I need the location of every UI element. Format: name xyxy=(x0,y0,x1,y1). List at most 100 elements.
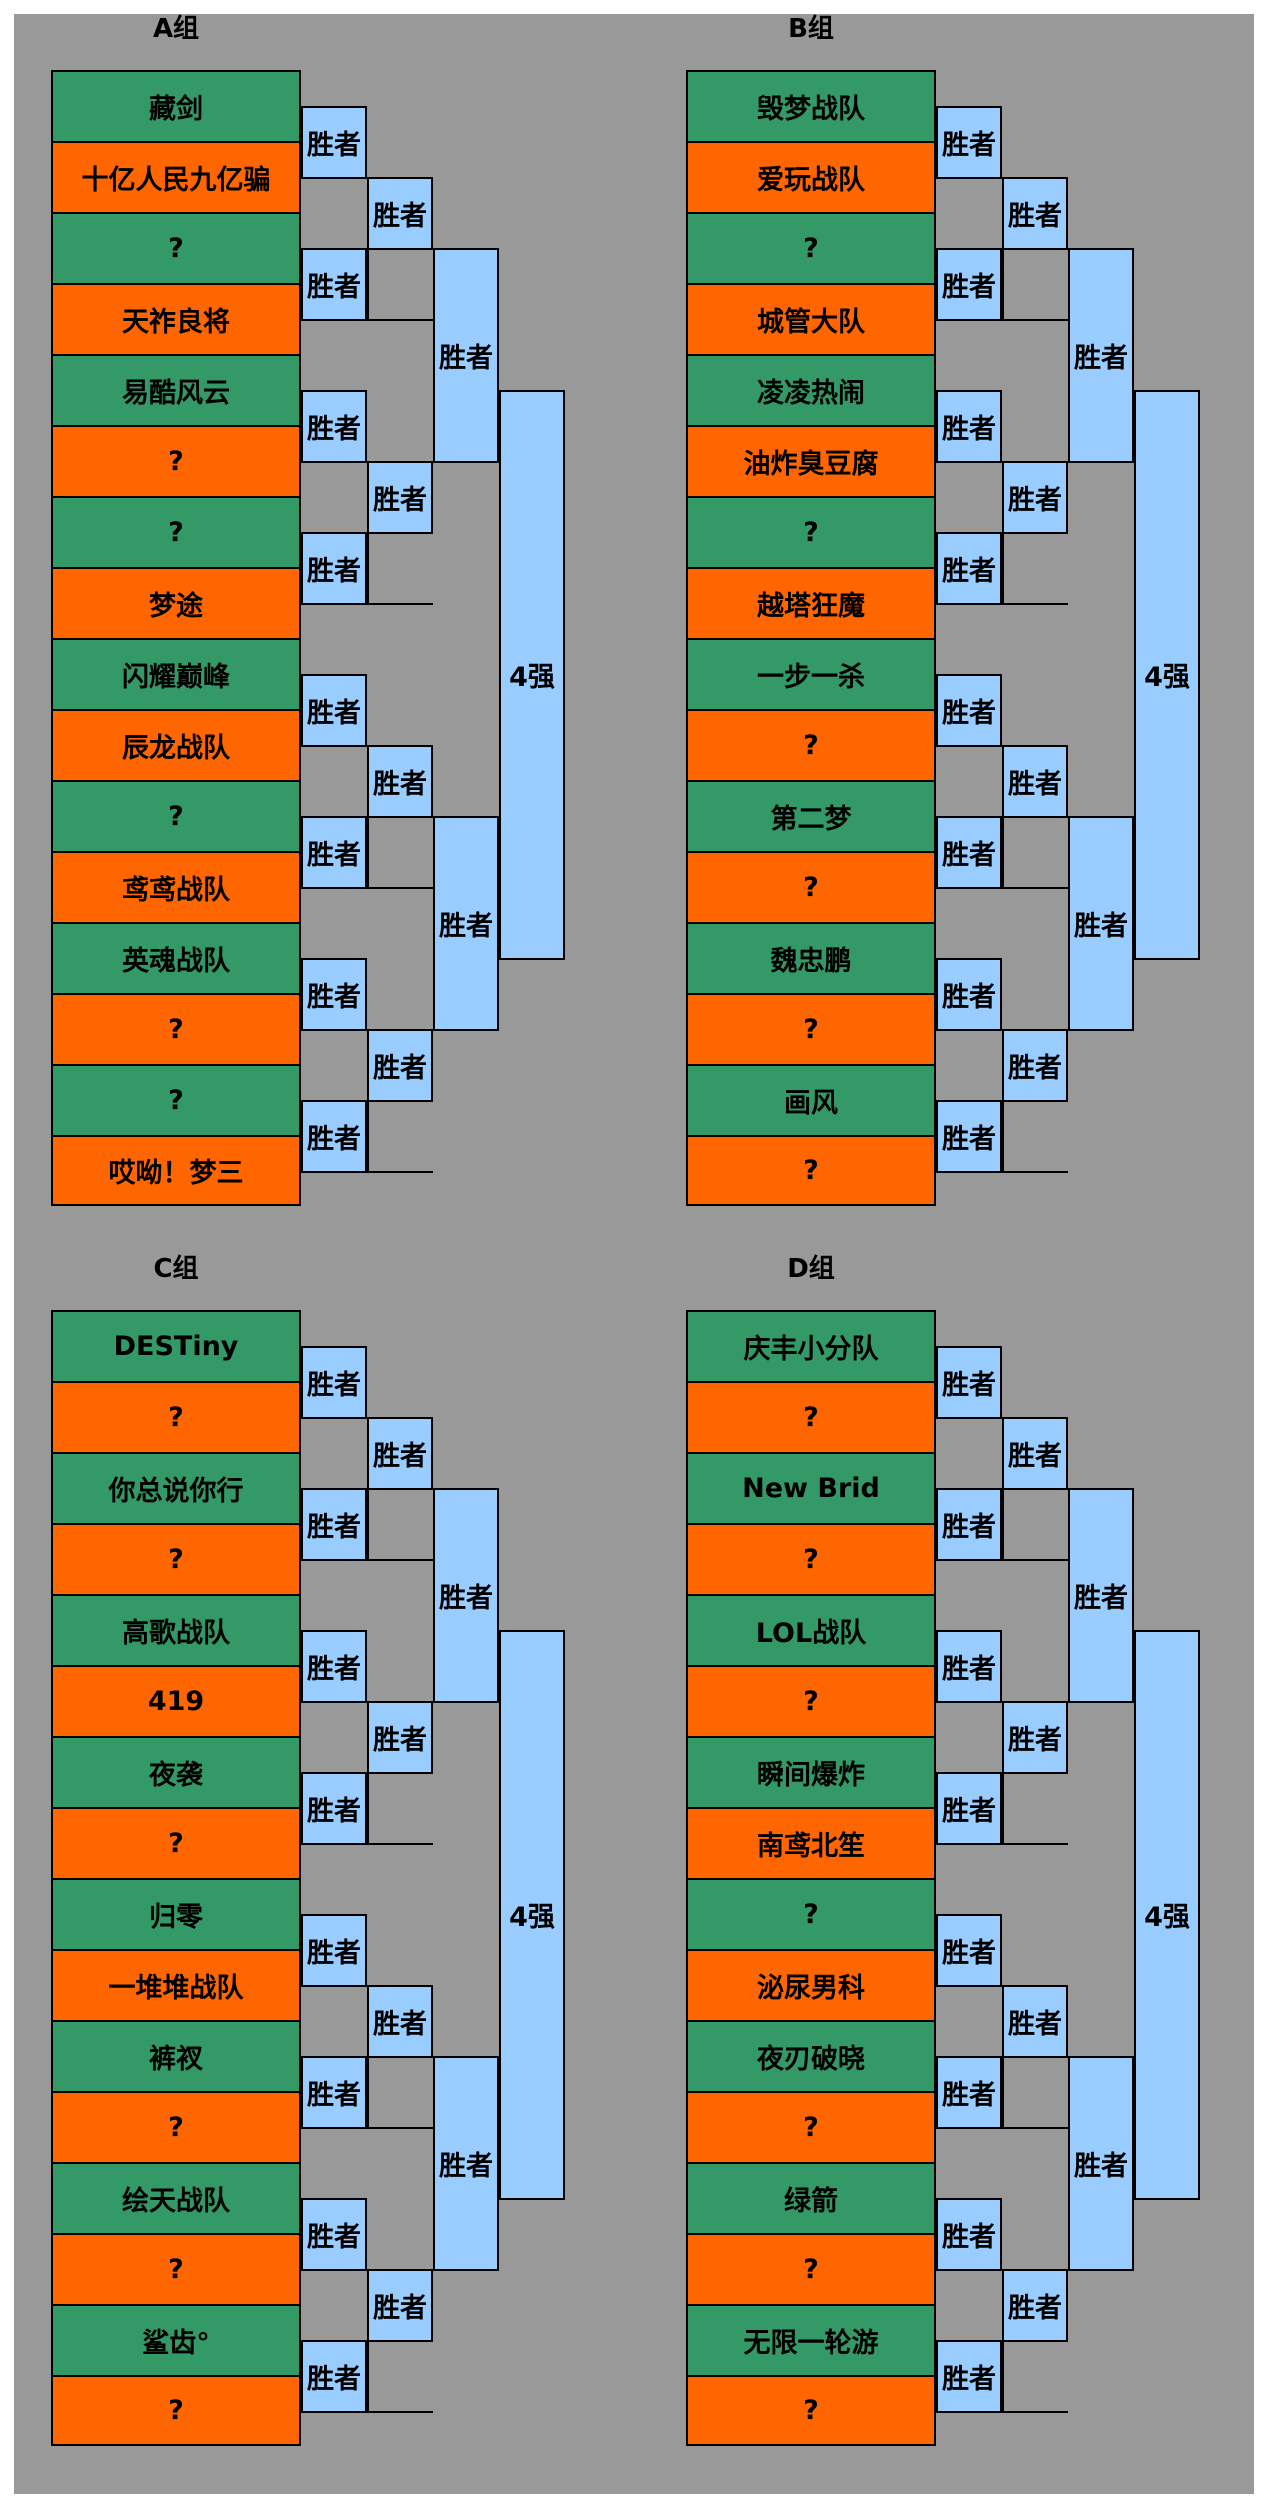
team-slot: ? xyxy=(686,2233,936,2306)
team-slot: ? xyxy=(51,425,301,498)
team-slot: ? xyxy=(686,993,936,1066)
bracket-line xyxy=(367,247,369,319)
bracket-line xyxy=(367,1771,369,1843)
bracket-line xyxy=(1000,1984,1068,1987)
team-slot: 油炸臭豆腐 xyxy=(686,425,936,498)
winner-box-r1: 胜者 xyxy=(936,105,1002,179)
winner-box-r3: 胜者 xyxy=(433,815,499,1031)
winner-box-r1: 胜者 xyxy=(936,389,1002,463)
team-slot: ? xyxy=(51,1807,301,1880)
bracket-line xyxy=(497,957,565,960)
top4-box: 4强 xyxy=(499,1629,565,2200)
bracket-line xyxy=(1002,1487,1004,1559)
bracket-line xyxy=(431,1487,499,1490)
bracket-line xyxy=(431,2055,499,2058)
bracket-line xyxy=(365,176,433,179)
bracket-line xyxy=(431,1700,499,1703)
team-slot: 鲨齿° xyxy=(51,2304,301,2377)
top4-box: 4强 xyxy=(499,389,565,960)
top4-box: 4强 xyxy=(1134,1629,1200,2200)
bracket-line xyxy=(1000,744,1068,747)
team-slot: 画风 xyxy=(686,1064,936,1137)
team-slot: 一堆堆战队 xyxy=(51,1949,301,2022)
bracket-line xyxy=(365,1416,433,1419)
winner-box-r2: 胜者 xyxy=(1002,744,1068,818)
team-slot: 第二梦 xyxy=(686,780,936,853)
team-slot: ? xyxy=(51,2375,301,2446)
team-slot: ? xyxy=(686,1665,936,1738)
winner-box-r2: 胜者 xyxy=(367,1416,433,1490)
winner-box-r1: 胜者 xyxy=(936,673,1002,747)
bracket-line xyxy=(431,815,499,818)
bracket-line xyxy=(1132,1629,1200,1632)
winner-box-r1: 胜者 xyxy=(301,247,367,321)
bracket-line xyxy=(1000,1170,1068,1173)
team-slot: LOL战队 xyxy=(686,1594,936,1667)
bracket-line xyxy=(367,1487,369,1559)
winner-box-r3: 胜者 xyxy=(433,1487,499,1703)
winner-box-r1: 胜者 xyxy=(936,1771,1002,1845)
winner-box-r2: 胜者 xyxy=(1002,460,1068,534)
bracket-line xyxy=(1000,460,1068,463)
team-slot: 高歌战队 xyxy=(51,1594,301,1667)
team-slot: 419 xyxy=(51,1665,301,1738)
winner-box-r3: 胜者 xyxy=(433,247,499,463)
bracket-line xyxy=(367,815,369,887)
bracket-line xyxy=(1000,2126,1068,2129)
winner-box-r1: 胜者 xyxy=(301,105,367,179)
team-slot: 裤衩 xyxy=(51,2020,301,2093)
winner-box-r3: 胜者 xyxy=(1068,1487,1134,1703)
bracket-line xyxy=(1000,2410,1068,2413)
team-slot: ? xyxy=(51,993,301,1066)
bracket-line xyxy=(1002,1028,1004,1100)
bracket-line xyxy=(1066,460,1134,463)
winner-box-r2: 胜者 xyxy=(1002,1416,1068,1490)
winner-box-r1: 胜者 xyxy=(936,815,1002,889)
bracket-line xyxy=(1002,531,1004,603)
bracket-line xyxy=(367,2339,369,2411)
bracket-line xyxy=(1000,318,1068,321)
team-slot: 归零 xyxy=(51,1878,301,1951)
bracket-line xyxy=(1002,2268,1004,2340)
winner-box-r2: 胜者 xyxy=(367,176,433,250)
team-slot: ? xyxy=(686,2375,936,2446)
winner-box-r1: 胜者 xyxy=(301,1629,367,1703)
bracket-line xyxy=(431,247,499,250)
bracket-line xyxy=(1066,1028,1134,1031)
bracket-line xyxy=(1002,1416,1004,1488)
team-slot: 英魂战队 xyxy=(51,922,301,995)
bracket-line xyxy=(1002,460,1004,532)
winner-box-r2: 胜者 xyxy=(367,744,433,818)
team-slot: 越塔狂魔 xyxy=(686,567,936,640)
team-slot: 夜刃破晓 xyxy=(686,2020,936,2093)
team-slot: ? xyxy=(686,1381,936,1454)
bracket-line xyxy=(367,1028,369,1100)
bracket-line xyxy=(367,531,369,603)
team-slot: ? xyxy=(686,709,936,782)
bracket-line xyxy=(367,1099,369,1171)
bracket-line xyxy=(1002,247,1004,319)
team-slot: ? xyxy=(51,1381,301,1454)
group-title-d: D组 xyxy=(787,1254,835,1284)
winner-box-r3: 胜者 xyxy=(1068,247,1134,463)
team-slot: 辰龙战队 xyxy=(51,709,301,782)
bracket-line xyxy=(365,2268,433,2271)
team-slot: ? xyxy=(686,1135,936,1206)
bracket-line xyxy=(1000,1028,1068,1031)
team-slot: 哎呦！梦三 xyxy=(51,1135,301,1206)
bracket-line xyxy=(1000,1842,1068,1845)
team-slot: 庆丰小分队 xyxy=(686,1310,936,1383)
group-title-a: A组 xyxy=(152,14,200,44)
winner-box-r1: 胜者 xyxy=(936,957,1002,1031)
bracket-line xyxy=(367,2055,369,2127)
bracket-line xyxy=(367,176,369,248)
winner-box-r1: 胜者 xyxy=(301,815,367,889)
winner-box-r2: 胜者 xyxy=(1002,1984,1068,2058)
winner-box-r1: 胜者 xyxy=(301,2197,367,2271)
bracket-line xyxy=(1000,176,1068,179)
bracket-line xyxy=(1002,2055,1004,2127)
bracket-line xyxy=(367,460,369,532)
winner-box-r2: 胜者 xyxy=(367,460,433,534)
winner-box-r2: 胜者 xyxy=(1002,176,1068,250)
bracket-line xyxy=(1000,1700,1068,1703)
